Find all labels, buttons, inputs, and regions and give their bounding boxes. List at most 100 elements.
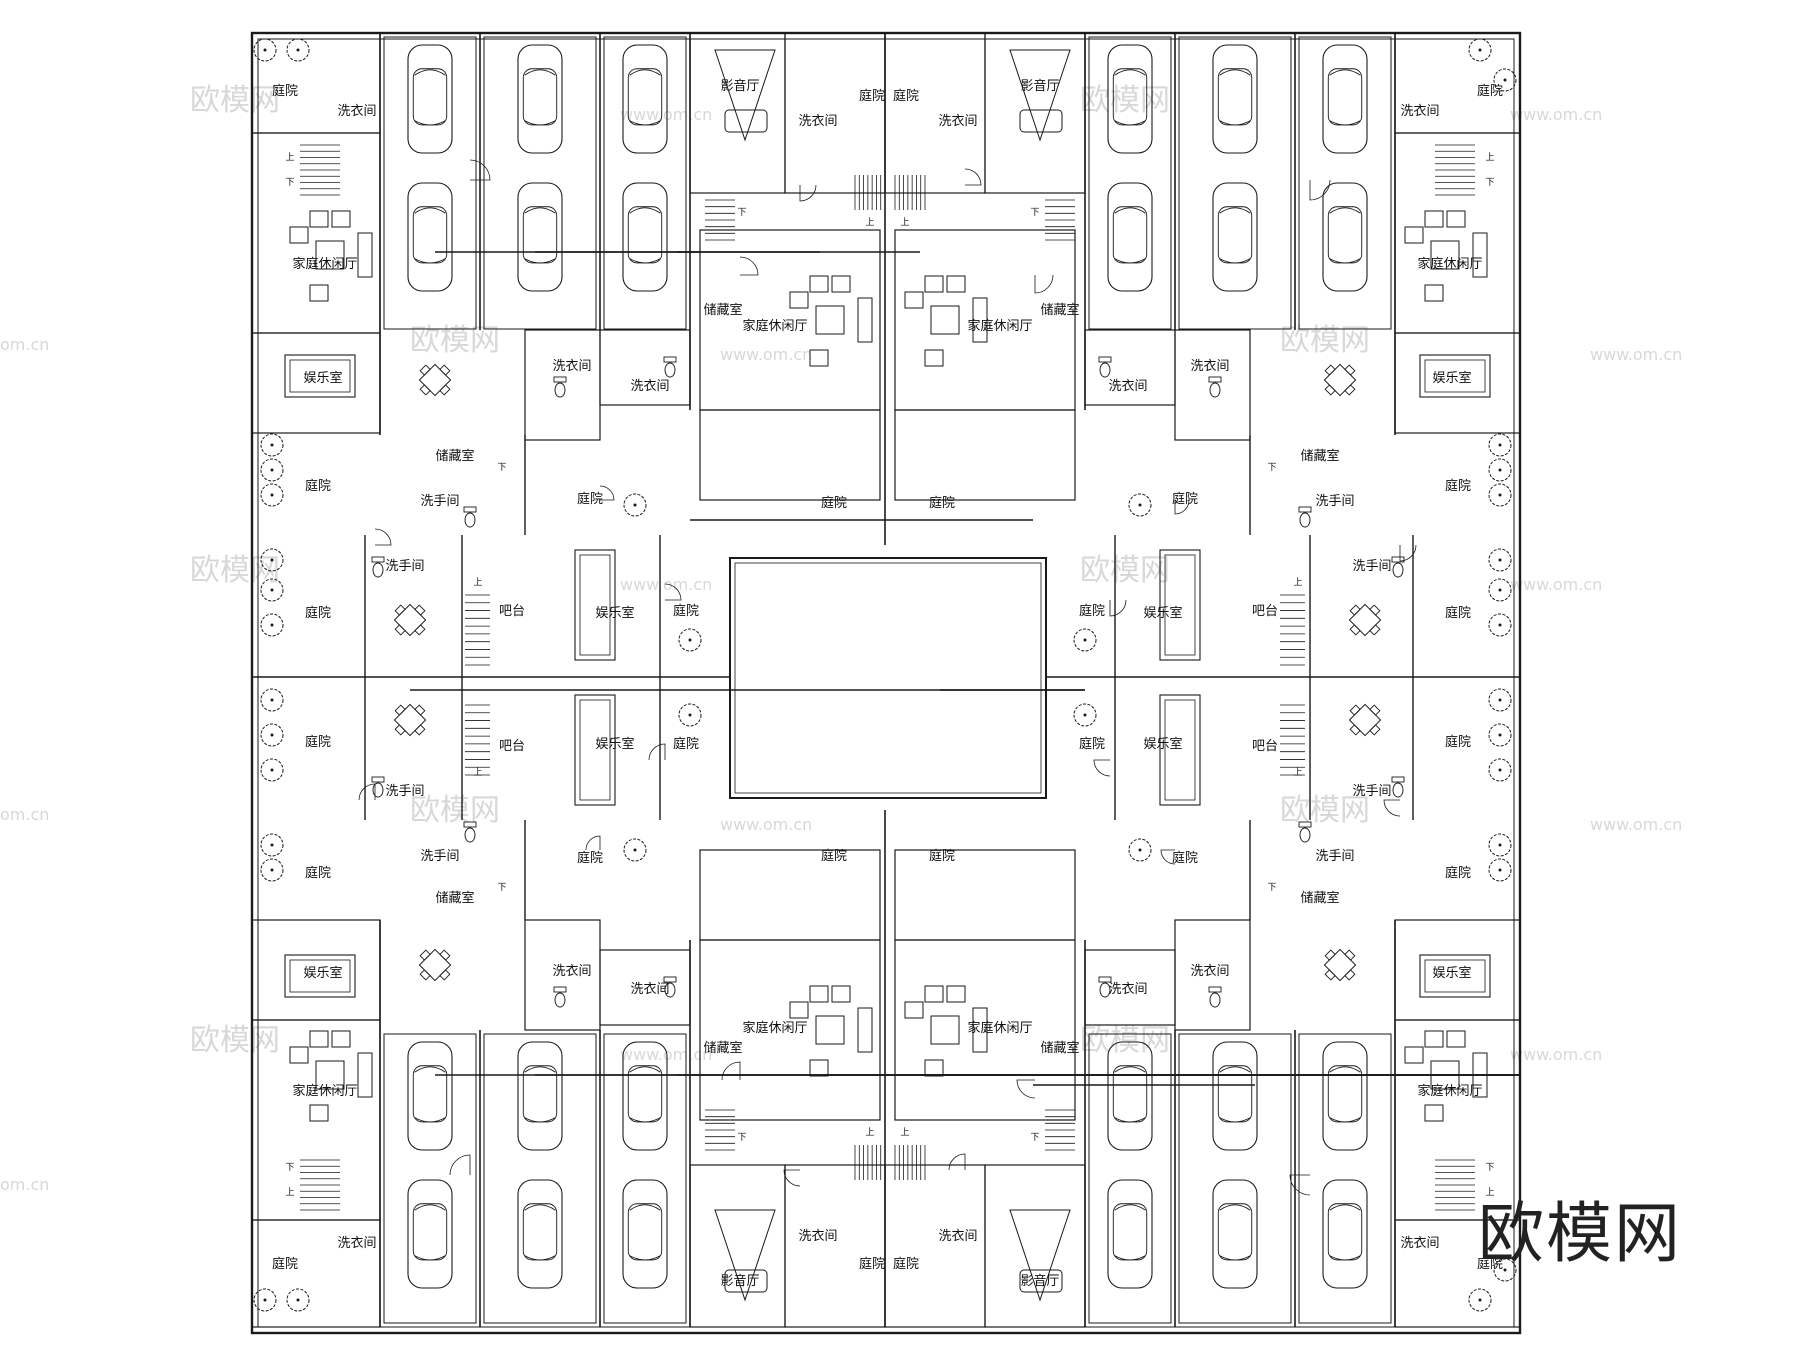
watermark-text-cn: 欧模网 — [190, 83, 280, 118]
room-label-theater: 影音厅 — [1020, 1273, 1059, 1289]
room-box — [251, 1219, 381, 1328]
room-label-courtyard: 庭院 — [577, 850, 603, 866]
room-label-courtyard: 庭院 — [673, 603, 699, 619]
toilet-icon — [1392, 562, 1404, 578]
door-swing — [1383, 799, 1401, 817]
tree-icon — [1493, 68, 1517, 92]
tree-icon — [1488, 758, 1512, 782]
tree-icon — [1128, 838, 1152, 862]
theater-sofa-icon — [1019, 109, 1063, 133]
room-label-recreation: 娱乐室 — [595, 605, 634, 621]
car-icon — [1322, 1041, 1368, 1151]
sofa-set-icon — [289, 1030, 373, 1122]
theater-sofa-icon — [1019, 1269, 1063, 1293]
car-icon — [407, 1041, 453, 1151]
watermark-text-url: www.om.cn — [620, 575, 712, 594]
room-label-courtyard: 庭院 — [305, 478, 331, 494]
tree-icon — [1488, 723, 1512, 747]
car-icon — [1322, 182, 1368, 292]
toilet-icon — [1209, 992, 1221, 1008]
car-icon — [1212, 1179, 1258, 1289]
toilet-icon — [1299, 827, 1311, 843]
stair-icon — [854, 1145, 886, 1180]
tree-icon — [1488, 688, 1512, 712]
stair-label-down: 下 — [1030, 208, 1039, 218]
sofa-set-icon — [789, 985, 873, 1077]
room-box — [894, 409, 1076, 501]
car-icon — [1322, 1179, 1368, 1289]
toilet-tank-icon — [1208, 986, 1222, 993]
tree-icon — [623, 493, 647, 517]
tree-icon — [1468, 1288, 1492, 1312]
garage-bay — [1178, 36, 1292, 330]
sofa-set-icon — [1404, 210, 1488, 302]
room-label-laundry: 洗衣间 — [1190, 963, 1229, 979]
toilet-tank-icon — [1208, 376, 1222, 383]
stair-label-up: 上 — [473, 767, 482, 778]
central-court-inner — [734, 562, 1042, 794]
room-label-courtyard: 庭院 — [272, 83, 298, 99]
outer-wall — [250, 31, 1522, 1335]
room-box — [1084, 949, 1176, 1026]
dining-table-icon — [1348, 603, 1382, 637]
room-box — [599, 949, 691, 1026]
watermark-text-cn: 欧模网 — [410, 323, 500, 358]
room-label-family_lounge: 家庭休闲厅 — [292, 1083, 357, 1099]
stair-label-up: 上 — [1485, 152, 1494, 163]
room-label-family_lounge: 家庭休闲厅 — [967, 318, 1032, 334]
garage-bay — [603, 36, 687, 330]
door-swing — [374, 528, 392, 546]
door-swing — [739, 256, 759, 276]
room-box — [689, 1164, 786, 1328]
watermark-text-url: www.om.cn — [620, 1045, 712, 1064]
watermark-text-url: www.om.cn — [1590, 345, 1682, 364]
stair-icon — [894, 175, 926, 210]
watermark-text-cn: 欧模网 — [1080, 1023, 1170, 1058]
room-label-storage: 储藏室 — [703, 1040, 742, 1056]
room-label-laundry: 洗衣间 — [1190, 358, 1229, 374]
pool-table-icon — [284, 354, 356, 398]
toilet-icon — [1209, 382, 1221, 398]
room-label-storage: 储藏室 — [435, 448, 474, 464]
room-box — [884, 1164, 986, 1328]
room-label-courtyard: 庭院 — [673, 736, 699, 752]
pool-table-icon — [1159, 549, 1201, 661]
stair-label-up: 上 — [865, 217, 874, 228]
room-label-courtyard: 庭院 — [305, 865, 331, 881]
room-label-bar: 吧台 — [1252, 604, 1278, 619]
sofa-set-icon — [289, 210, 373, 302]
room-label-storage: 储藏室 — [435, 890, 474, 906]
room-label-courtyard: 庭院 — [1172, 491, 1198, 507]
toilet-tank-icon — [553, 376, 567, 383]
pool-table-icon — [284, 954, 356, 998]
car-icon — [1212, 1041, 1258, 1151]
room-label-courtyard: 庭院 — [577, 491, 603, 507]
stair-label-down: 下 — [285, 1163, 294, 1173]
watermark-text-url: www.om.cn — [720, 345, 812, 364]
toilet-icon — [1299, 512, 1311, 528]
toilet-icon — [554, 992, 566, 1008]
car-icon — [622, 44, 668, 154]
stair-icon — [465, 594, 490, 666]
room-box — [894, 849, 1076, 941]
room-label-laundry: 洗衣间 — [552, 358, 591, 374]
watermark-text-url: www.om.cn — [1510, 1045, 1602, 1064]
theater-projection-icon — [1009, 49, 1071, 142]
room-label-courtyard: 庭院 — [305, 605, 331, 621]
toilet-icon — [464, 827, 476, 843]
stair-label-down: 下 — [497, 883, 506, 893]
garage-bay — [1178, 1033, 1292, 1324]
door-swing — [799, 184, 817, 202]
room-label-family_lounge: 家庭休闲厅 — [1417, 256, 1482, 272]
toilet-icon — [664, 982, 676, 998]
room-box — [1174, 329, 1251, 441]
stair-label-down: 下 — [737, 208, 746, 218]
toilet-tank-icon — [1391, 556, 1405, 563]
car-icon — [407, 1179, 453, 1289]
watermark-text-url: www.om.cn — [720, 815, 812, 834]
room-label-recreation: 娱乐室 — [1143, 736, 1182, 752]
garage-bay — [383, 36, 477, 330]
room-label-recreation: 娱乐室 — [303, 965, 342, 981]
tree-icon — [678, 703, 702, 727]
stair-label-up: 上 — [285, 152, 294, 163]
